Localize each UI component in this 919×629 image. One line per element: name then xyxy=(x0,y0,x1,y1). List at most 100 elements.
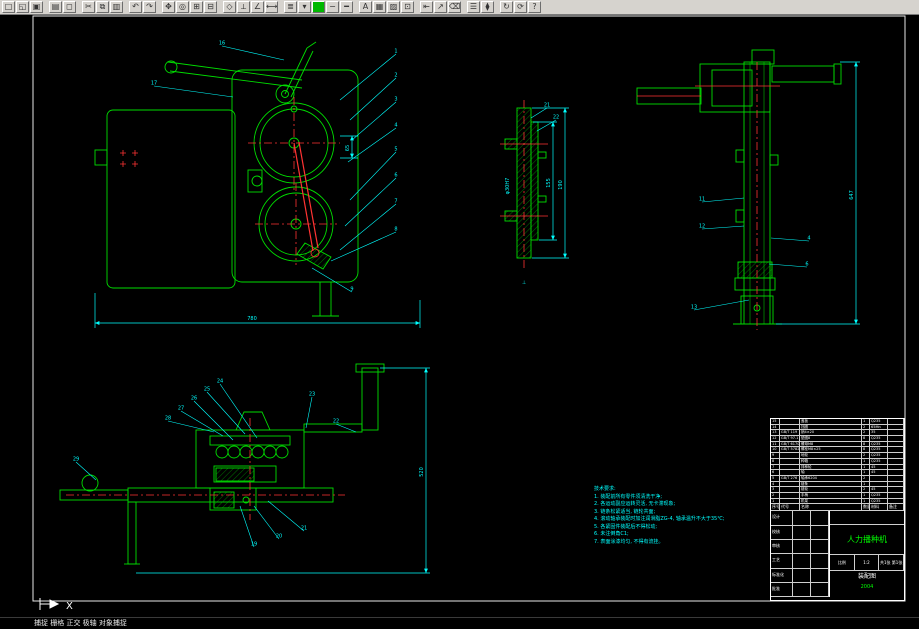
parts-cell xyxy=(888,424,904,430)
new-icon[interactable]: □ xyxy=(2,1,15,13)
parts-cell: 2 xyxy=(862,453,870,458)
parts-cell: 6 xyxy=(771,470,780,475)
signature-row: 校核 xyxy=(771,525,829,540)
parts-header-cell: 备注 xyxy=(888,504,904,511)
zoom-window-icon[interactable]: ⊞ xyxy=(190,1,203,13)
main-toolbar: □◱▣ ▤◻ ✂⧉▥ ↶↷ ✥◎⊞⊟ ◇⟂∠⟷ ≣▾ −━ A▦▨⊡ ⇤↗⌫ ☰⧫ ↻⟳? xyxy=(0,0,919,15)
leader-icon[interactable]: ↗ xyxy=(434,1,447,13)
parts-cell: 14 xyxy=(771,424,780,430)
leader-line xyxy=(330,231,397,262)
signature-row: 工艺 xyxy=(771,554,829,569)
redraw-icon[interactable]: ↻ xyxy=(500,1,513,13)
cut-icon[interactable]: ✂ xyxy=(82,1,95,13)
field-date xyxy=(811,525,829,539)
regen-icon[interactable]: ⟳ xyxy=(514,1,527,13)
parts-cell: 1 xyxy=(862,458,870,464)
parts-cell: GB/T 276 xyxy=(780,475,800,481)
help-icon[interactable]: ? xyxy=(528,1,541,13)
leader-line xyxy=(693,299,750,311)
parts-cell: 8 xyxy=(862,441,870,447)
block-icon[interactable]: ⊡ xyxy=(401,1,414,13)
product-name: 人力播种机 xyxy=(830,525,904,556)
field-label: 标准化 xyxy=(771,568,793,582)
parts-header-cell: 名称 xyxy=(800,504,862,511)
zoom-icon[interactable]: ◎ xyxy=(176,1,189,13)
linetype-icon[interactable]: − xyxy=(326,1,339,13)
layers-icon[interactable]: ≣ xyxy=(284,1,297,13)
dim-label: φ30H7 xyxy=(505,178,511,195)
angle-icon[interactable]: ∠ xyxy=(251,1,264,13)
parts-cell xyxy=(780,487,800,492)
parts-cell: 45 xyxy=(870,464,888,470)
parts-cell xyxy=(780,498,800,504)
parts-cell: 2 xyxy=(771,492,780,498)
status-toggles[interactable]: 捕捉 栅格 正交 极轴 对象捕捉 xyxy=(34,619,127,627)
section-view-dimensions xyxy=(532,107,569,259)
callout-number: 28 xyxy=(165,416,171,422)
parts-cell: Q235 xyxy=(870,419,888,424)
print-preview-icon[interactable]: ◻ xyxy=(63,1,76,13)
lineweight-icon[interactable]: ━ xyxy=(340,1,353,13)
ortho-icon[interactable]: ⟂ xyxy=(237,1,250,13)
front-view xyxy=(94,41,359,317)
undo-icon[interactable]: ↶ xyxy=(129,1,142,13)
field-date xyxy=(811,554,829,568)
leader-line xyxy=(701,225,745,230)
text-icon[interactable]: A xyxy=(359,1,372,13)
parts-cell xyxy=(888,430,904,436)
parts-cell xyxy=(780,458,800,464)
paste-icon[interactable]: ▥ xyxy=(110,1,123,13)
toolbar-separator xyxy=(44,1,48,13)
field-date xyxy=(811,568,829,582)
callout-number: 2 xyxy=(394,73,397,79)
match-properties-icon[interactable]: ⧫ xyxy=(481,1,494,13)
properties-icon[interactable]: ☰ xyxy=(467,1,480,13)
parts-cell: Q235 xyxy=(870,453,888,458)
redo-icon[interactable]: ↷ xyxy=(143,1,156,13)
open-icon[interactable]: ◱ xyxy=(16,1,29,13)
zoom-previous-icon[interactable]: ⊟ xyxy=(204,1,217,13)
toolbar-separator xyxy=(77,1,81,13)
field-sign xyxy=(793,568,811,582)
parts-cell xyxy=(888,447,904,453)
top-view-dimensions xyxy=(136,367,430,574)
leader-line xyxy=(239,505,255,548)
side-view xyxy=(636,49,842,325)
layer-dropdown-icon[interactable]: ▾ xyxy=(298,1,311,13)
callout-number: 25 xyxy=(204,387,210,393)
parts-cell xyxy=(888,481,904,487)
parts-cell: 45 xyxy=(870,470,888,475)
callout-number: 27 xyxy=(178,406,184,412)
parts-cell: 35 xyxy=(870,430,888,436)
parts-cell: 种箱 xyxy=(800,458,862,464)
top-view-centerlines xyxy=(66,418,345,520)
pan-icon[interactable]: ✥ xyxy=(162,1,175,13)
parts-cell: Q235 xyxy=(870,498,888,504)
print-icon[interactable]: ▤ xyxy=(49,1,62,13)
hatch-icon[interactable]: ▨ xyxy=(387,1,400,13)
erase-icon[interactable]: ⌫ xyxy=(448,1,461,13)
leader-line xyxy=(167,420,215,433)
table-icon[interactable]: ▦ xyxy=(373,1,386,13)
save-icon[interactable]: ▣ xyxy=(30,1,43,13)
toolbar-separator xyxy=(415,1,419,13)
snap-icon[interactable]: ◇ xyxy=(223,1,236,13)
leader-line xyxy=(335,423,357,433)
command-bar[interactable]: 捕捉 栅格 正交 极轴 对象捕捉 xyxy=(0,617,919,629)
distance-icon[interactable]: ⟷ xyxy=(265,1,278,13)
parts-cell: GB/T 119 xyxy=(780,430,800,436)
leader-line xyxy=(206,391,246,435)
parts-cell: 15 xyxy=(771,419,780,424)
parts-cell xyxy=(780,424,800,430)
copy-icon[interactable]: ⧉ xyxy=(96,1,109,13)
top-view xyxy=(59,363,385,565)
color-swatch-icon[interactable] xyxy=(312,1,325,13)
parts-cell: 5 xyxy=(771,475,780,481)
dimension-icon[interactable]: ⇤ xyxy=(420,1,433,13)
